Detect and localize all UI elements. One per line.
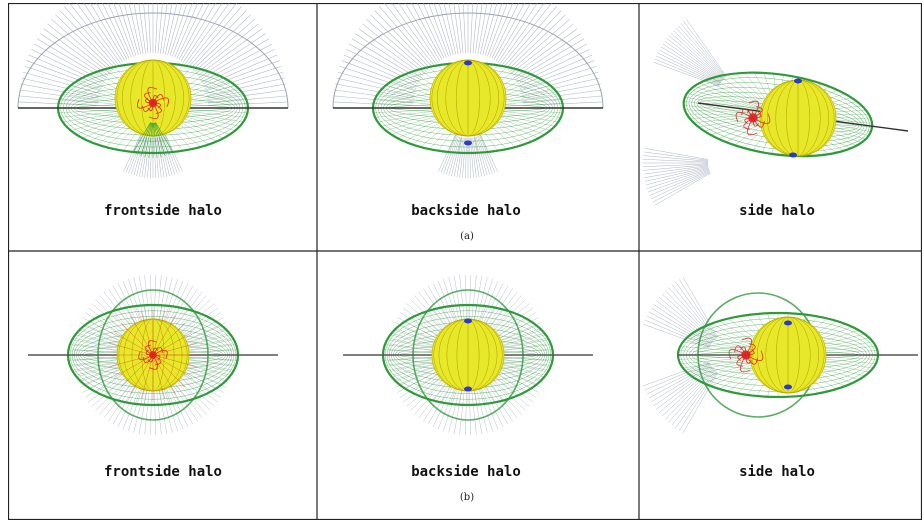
diagram-b-frontside	[28, 275, 278, 435]
diagram-b-backside	[343, 275, 593, 435]
caption-b-frontside: frontside halo	[103, 464, 222, 480]
caption-b-backside: backside halo	[411, 464, 521, 480]
caption-a-frontside: frontside halo	[103, 203, 222, 219]
diagram-a-frontside	[17, 3, 289, 178]
diagram-a-side	[643, 19, 909, 206]
caption-a-side: side halo	[739, 203, 815, 219]
row-label-b: (b)	[459, 492, 475, 503]
row-label-a: (a)	[460, 231, 474, 242]
diagram-b-side	[643, 276, 918, 434]
caption-b-side: side halo	[739, 464, 815, 480]
caption-a-backside: backside halo	[411, 203, 521, 219]
diagram-a-backside	[332, 3, 604, 178]
panel-borders	[8, 3, 922, 520]
figure-grid	[8, 3, 922, 520]
